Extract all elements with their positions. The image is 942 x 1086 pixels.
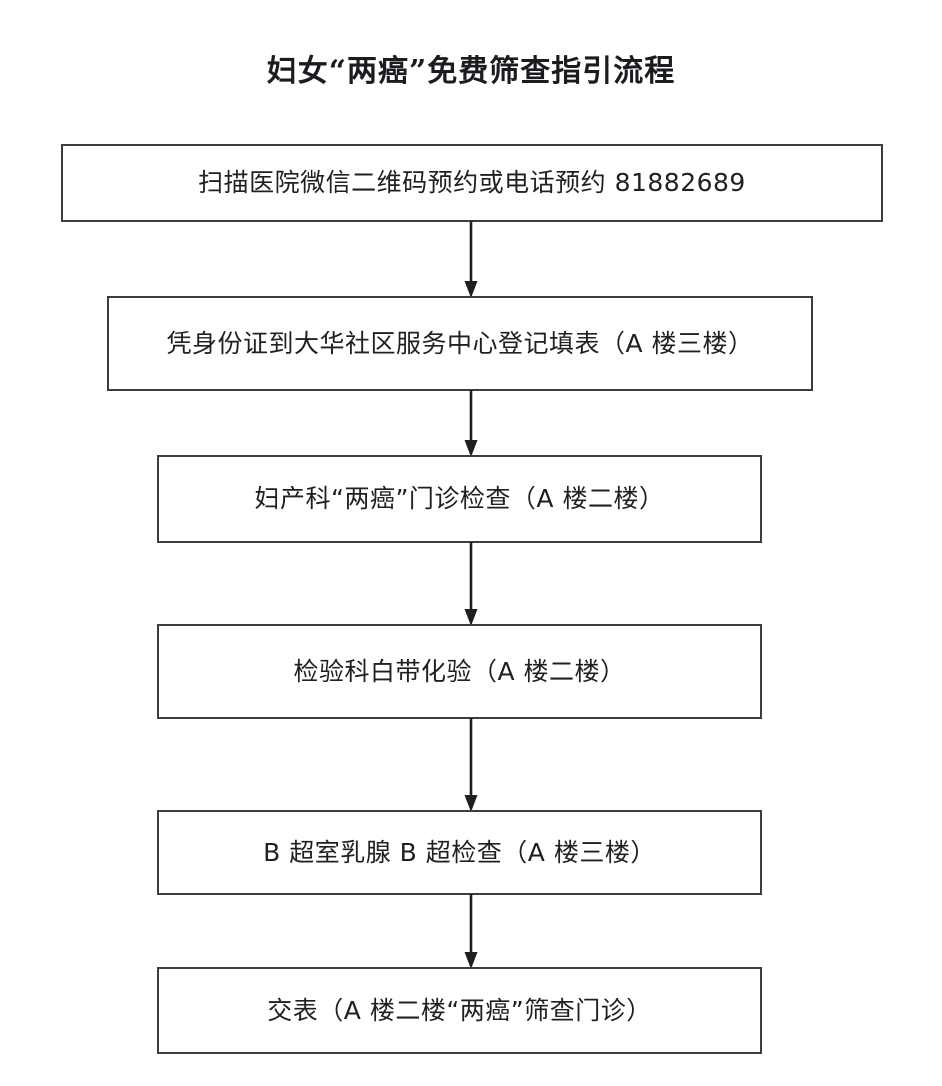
- arrow-down-icon: [464, 894, 478, 969]
- flow-node-label: 检验科白带化验（A 楼二楼）: [293, 656, 626, 686]
- flow-node-step-5: B 超室乳腺 B 超检查（A 楼三楼）: [157, 810, 762, 895]
- flow-connector-3-to-4: [463, 542, 479, 626]
- flow-node-step-4: 检验科白带化验（A 楼二楼）: [157, 624, 762, 719]
- flow-node-step-6: 交表（A 楼二楼“两癌”筛查门诊）: [157, 967, 762, 1054]
- flow-connector-2-to-3: [463, 390, 479, 457]
- flow-node-step-1: 扫描医院微信二维码预约或电话预约 81882689: [61, 144, 883, 222]
- flow-node-label: 妇产科“两癌”门诊检查（A 楼二楼）: [254, 484, 665, 513]
- flow-connector-4-to-5: [463, 718, 479, 812]
- flow-connector-1-to-2: [463, 221, 479, 298]
- flow-node-label: 凭身份证到大华社区服务中心登记填表（A 楼三楼）: [166, 328, 754, 358]
- flow-node-label: 交表（A 楼二楼“两癌”筛查门诊）: [267, 995, 652, 1025]
- arrow-down-icon: [464, 542, 478, 626]
- arrow-down-icon: [464, 390, 478, 457]
- page-title: 妇女“两癌”免费筛查指引流程: [266, 54, 676, 89]
- flow-node-label: B 超室乳腺 B 超检查（A 楼三楼）: [263, 837, 656, 867]
- flow-connector-5-to-6: [463, 894, 479, 969]
- arrow-down-icon: [464, 221, 478, 298]
- flow-node-label: 扫描医院微信二维码预约或电话预约 81882689: [198, 168, 746, 197]
- flow-node-step-2: 凭身份证到大华社区服务中心登记填表（A 楼三楼）: [107, 296, 813, 391]
- flow-node-step-3: 妇产科“两癌”门诊检查（A 楼二楼）: [157, 455, 762, 543]
- arrow-down-icon: [464, 718, 478, 812]
